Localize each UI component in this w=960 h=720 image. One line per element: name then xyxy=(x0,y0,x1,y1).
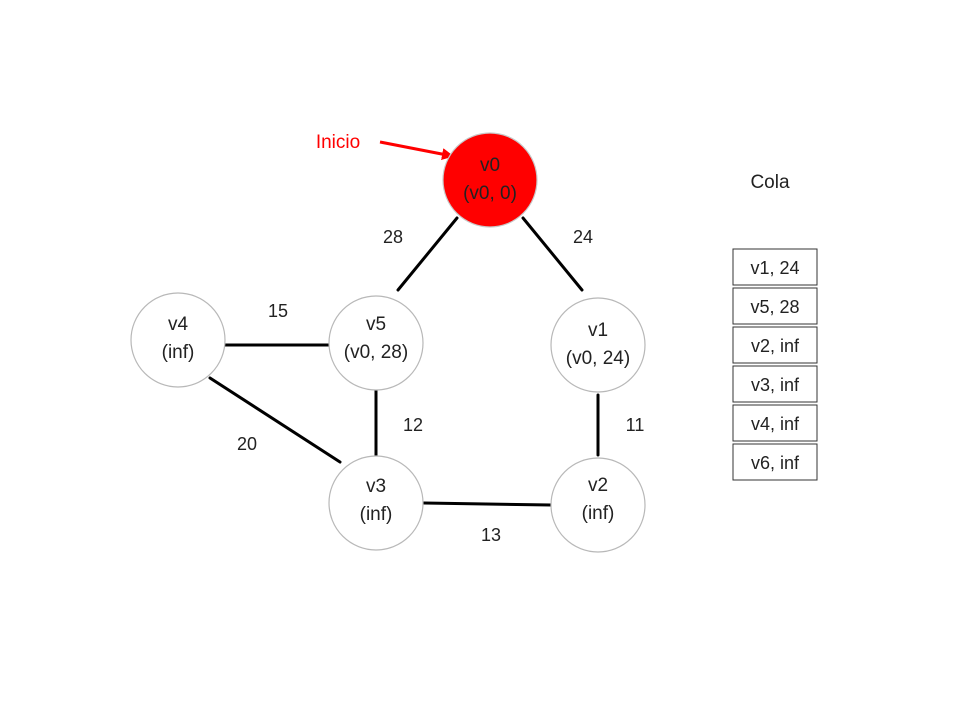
queue-item-box xyxy=(732,404,818,442)
queue-item: v2, inf xyxy=(732,326,818,364)
node-v4-name: v4 xyxy=(168,314,189,335)
queue-item: v6, inf xyxy=(732,443,818,481)
edge-v3-v2 xyxy=(422,501,553,507)
node-v2-name: v2 xyxy=(588,475,608,496)
queue-item-box xyxy=(732,365,818,403)
node-v1-circle xyxy=(550,297,646,393)
node-v4-circle xyxy=(130,292,226,388)
node-v2-circle xyxy=(550,457,646,553)
node-v1-name: v1 xyxy=(588,320,608,341)
queue-item-label: v6, inf xyxy=(751,453,800,473)
nodes-layer: v0 (v0, 0) v1 (v0, 24) v2 (inf) v3 (inf)… xyxy=(130,132,646,553)
node-v3[interactable]: v3 (inf) xyxy=(328,455,424,551)
node-v2[interactable]: v2 (inf) xyxy=(550,457,646,553)
edge-weight-v4-v5: 15 xyxy=(268,301,288,321)
weights-layer: 28 24 15 12 11 20 13 xyxy=(237,227,644,545)
node-v5-value: (v0, 28) xyxy=(344,342,408,363)
queue-item-box xyxy=(732,248,818,286)
queue-item: v5, 28 xyxy=(732,287,818,325)
queue-item-box xyxy=(732,287,818,325)
node-v4-value: (inf) xyxy=(162,342,195,363)
edge-weight-v3-v2: 13 xyxy=(481,525,501,545)
node-v4[interactable]: v4 (inf) xyxy=(130,292,226,388)
node-v0[interactable]: v0 (v0, 0) xyxy=(442,132,538,228)
queue-item-label: v3, inf xyxy=(751,375,800,395)
edge-weight-v0-v1: 24 xyxy=(573,227,593,247)
edge-v0-v1 xyxy=(521,216,584,292)
queue-item-label: v4, inf xyxy=(751,414,800,434)
node-v2-value: (inf) xyxy=(582,503,615,524)
node-v3-value: (inf) xyxy=(360,504,393,525)
node-v3-name: v3 xyxy=(366,476,386,497)
edge-v0-v5 xyxy=(396,216,459,292)
node-v5-circle xyxy=(328,295,424,391)
queue-item: v1, 24 xyxy=(732,248,818,286)
queue-item-label: v1, 24 xyxy=(750,258,799,278)
queue-title: Cola xyxy=(750,172,790,193)
edges-layer xyxy=(208,216,600,507)
start-pointer-arrow xyxy=(379,140,454,160)
edge-weight-v5-v3: 12 xyxy=(403,415,423,435)
node-v5-name: v5 xyxy=(366,314,386,335)
node-v0-value: (v0, 0) xyxy=(463,183,517,204)
queue-panel: Cola v1, 24 v5, 28 v2, inf v3, inf v4, i… xyxy=(732,172,818,481)
edge-weight-v4-v3: 20 xyxy=(237,434,257,454)
queue-item: v3, inf xyxy=(732,365,818,403)
start-pointer-label: Inicio xyxy=(316,132,360,153)
node-v0-name: v0 xyxy=(480,155,500,176)
node-v5[interactable]: v5 (v0, 28) xyxy=(328,295,424,391)
queue-item-box xyxy=(732,326,818,364)
node-v1-value: (v0, 24) xyxy=(566,348,630,369)
start-pointer: Inicio xyxy=(316,132,454,160)
node-v3-circle xyxy=(328,455,424,551)
edge-weight-v0-v5: 28 xyxy=(383,227,403,247)
queue-item: v4, inf xyxy=(732,404,818,442)
edge-v4-v3 xyxy=(208,376,342,464)
queue-item-label: v5, 28 xyxy=(750,297,799,317)
node-v0-circle xyxy=(442,132,538,228)
queue-item-box xyxy=(732,443,818,481)
edge-weight-v1-v2: 11 xyxy=(626,415,645,435)
node-v1[interactable]: v1 (v0, 24) xyxy=(550,297,646,393)
queue-item-label: v2, inf xyxy=(751,336,800,356)
